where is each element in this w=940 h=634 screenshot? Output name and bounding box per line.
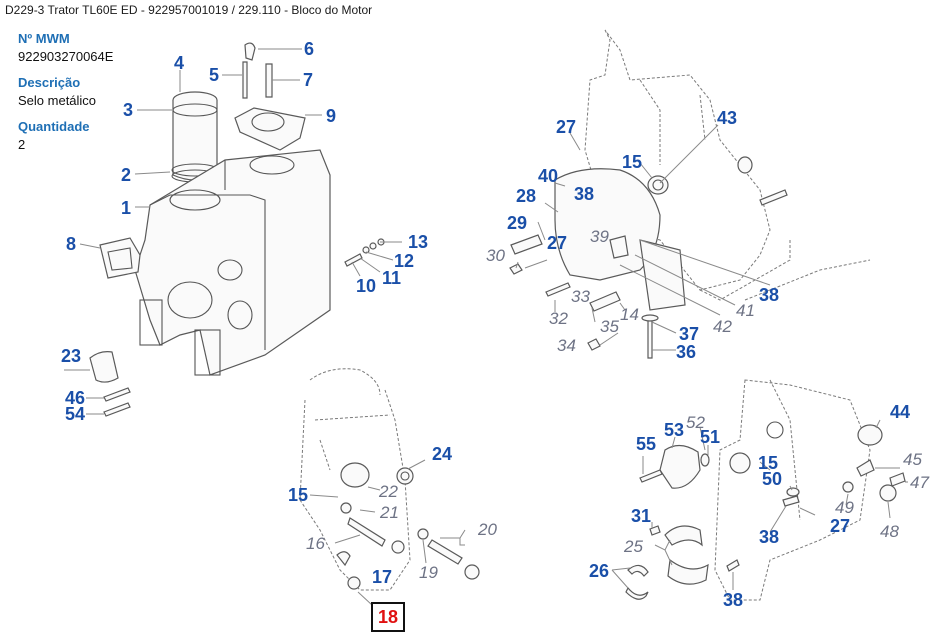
part-label-1[interactable]: 1 <box>121 198 131 218</box>
part-label-46[interactable]: 46 <box>65 388 85 408</box>
selected-part-label-18[interactable]: 18 <box>371 602 405 632</box>
part-label-7[interactable]: 7 <box>303 70 313 90</box>
engine-block-drawing <box>89 42 385 417</box>
part-label-27-top[interactable]: 27 <box>556 117 576 137</box>
part-label-49[interactable]: 49 <box>835 498 854 517</box>
timing-cover-drawing <box>509 29 871 359</box>
part-label-32[interactable]: 32 <box>549 309 568 328</box>
part-number-value: 922903270064E <box>18 49 114 64</box>
part-label-38-top[interactable]: 38 <box>574 184 594 204</box>
part-label-27-bottom[interactable]: 27 <box>830 516 850 536</box>
part-label-50[interactable]: 50 <box>762 469 782 489</box>
part-label-16[interactable]: 16 <box>306 534 325 553</box>
part-label-9[interactable]: 9 <box>326 106 336 126</box>
part-label-15-right[interactable]: 15 <box>758 453 778 473</box>
part-label-23[interactable]: 23 <box>61 346 81 366</box>
part-label-37[interactable]: 37 <box>679 324 699 344</box>
part-label-8[interactable]: 8 <box>66 234 76 254</box>
part-label-2[interactable]: 2 <box>121 165 131 185</box>
part-label-44[interactable]: 44 <box>890 402 910 422</box>
part-label-43[interactable]: 43 <box>717 108 737 128</box>
part-label-4[interactable]: 4 <box>174 53 184 73</box>
part-label-52[interactable]: 52 <box>686 413 705 432</box>
part-label-51[interactable]: 51 <box>700 427 720 447</box>
part-label-28[interactable]: 28 <box>516 186 536 206</box>
part-label-45[interactable]: 45 <box>903 450 922 469</box>
part-label-55[interactable]: 55 <box>636 434 656 454</box>
description-value: Selo metálico <box>18 93 97 108</box>
quantity-label: Quantidade <box>18 119 90 134</box>
part-label-40[interactable]: 40 <box>538 166 558 186</box>
relief-valve-drawing <box>299 368 480 591</box>
part-label-5[interactable]: 5 <box>209 65 219 85</box>
part-label-30[interactable]: 30 <box>486 246 505 265</box>
part-label-12[interactable]: 12 <box>394 251 414 271</box>
quantity-value: 2 <box>18 137 26 152</box>
part-label-13[interactable]: 13 <box>408 232 428 252</box>
part-label-26[interactable]: 26 <box>589 561 609 581</box>
part-label-47[interactable]: 47 <box>910 473 929 492</box>
part-label-36[interactable]: 36 <box>676 342 696 362</box>
part-label-6[interactable]: 6 <box>304 39 314 59</box>
part-label-42[interactable]: 42 <box>713 317 732 336</box>
part-label-20[interactable]: 20 <box>477 520 497 539</box>
part-info-panel: Nº MWM 922903270064E Descrição Selo metá… <box>18 31 138 163</box>
part-label-27-mid[interactable]: 27 <box>547 233 567 253</box>
part-label-38-mid[interactable]: 38 <box>759 527 779 547</box>
part-labels: 1 2 3 4 5 6 7 8 9 10 11 12 13 23 46 54 2… <box>61 39 929 610</box>
part-label-29[interactable]: 29 <box>507 213 527 233</box>
part-label-17[interactable]: 17 <box>372 567 392 587</box>
rear-housing-drawing <box>625 379 906 601</box>
page-title: D229-3 Trator TL60E ED - 922957001019 / … <box>5 3 373 17</box>
part-label-11[interactable]: 11 <box>382 268 401 288</box>
part-label-3[interactable]: 3 <box>123 100 133 120</box>
part-label-31[interactable]: 31 <box>631 506 651 526</box>
part-label-34[interactable]: 34 <box>557 336 576 355</box>
part-label-14[interactable]: 14 <box>620 305 639 324</box>
part-label-25[interactable]: 25 <box>623 537 643 556</box>
part-label-38-bottom[interactable]: 38 <box>723 590 743 610</box>
part-label-48[interactable]: 48 <box>880 522 899 541</box>
part-label-24[interactable]: 24 <box>432 444 452 464</box>
leader-lines <box>64 48 908 606</box>
part-label-21[interactable]: 21 <box>379 503 399 522</box>
part-label-39[interactable]: 39 <box>590 227 609 246</box>
part-label-38-right[interactable]: 38 <box>759 285 779 305</box>
part-label-10[interactable]: 10 <box>356 276 376 296</box>
description-label: Descrição <box>18 75 81 90</box>
part-number-label: Nº MWM <box>18 31 70 46</box>
part-label-35[interactable]: 35 <box>600 317 619 336</box>
part-label-19[interactable]: 19 <box>419 563 438 582</box>
part-label-41[interactable]: 41 <box>736 301 755 320</box>
part-label-53[interactable]: 53 <box>664 420 684 440</box>
part-label-15-top[interactable]: 15 <box>622 152 642 172</box>
part-label-22[interactable]: 22 <box>378 482 398 501</box>
part-label-15-mid[interactable]: 15 <box>288 485 308 505</box>
part-label-33[interactable]: 33 <box>571 287 590 306</box>
part-label-54[interactable]: 54 <box>65 404 85 424</box>
